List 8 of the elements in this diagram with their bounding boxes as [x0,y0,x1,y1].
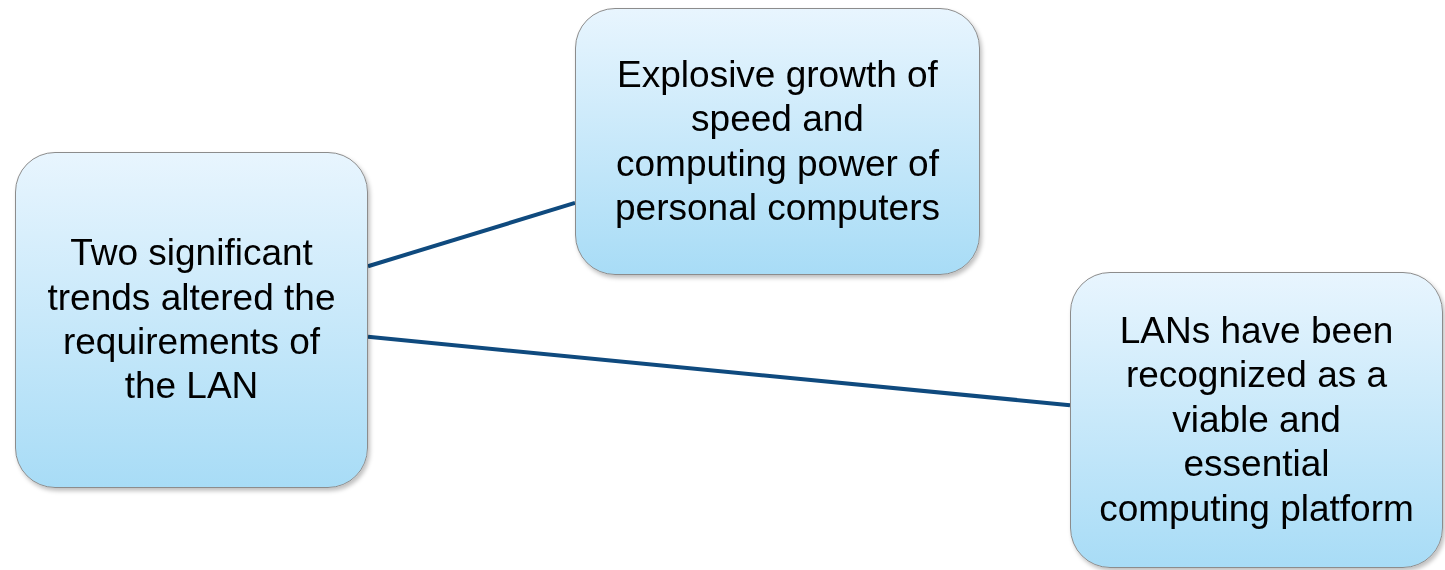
connector-line [367,201,576,269]
node-text: Explosive growth of speed and computing power of personal computers [614,52,941,230]
rounded-box [575,8,980,275]
rounded-box [15,152,368,488]
node-text: LANs have been recognized as a viable and essential computing platform [1098,309,1415,531]
node-text: Two significant trends altered the requirements of the LAN [46,231,337,409]
connector-line [367,334,1071,408]
rounded-box [1070,272,1443,568]
